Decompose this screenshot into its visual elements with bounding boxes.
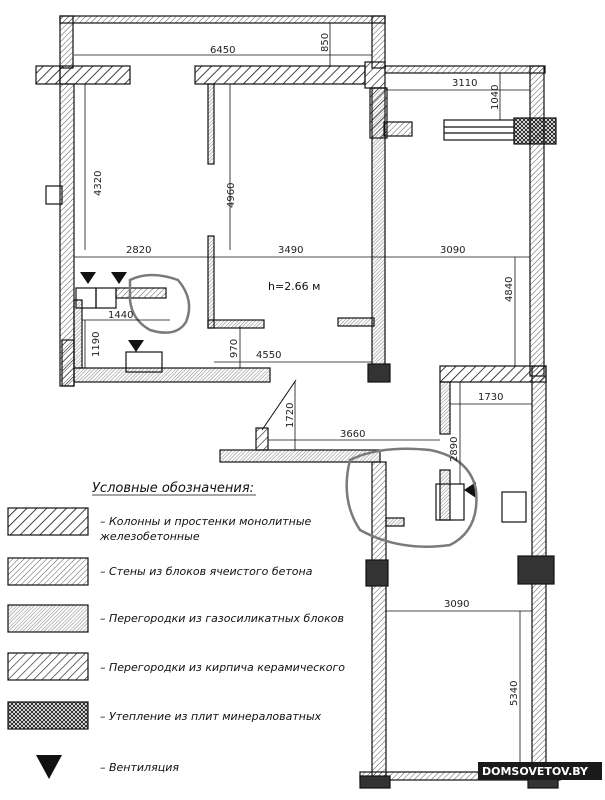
legend-text-monolithic-1: – Колонны и простенки монолитные (100, 515, 312, 528)
dim-3660: 3660 (340, 429, 365, 440)
watermark[interactable]: DOMSOVETOV.BY (478, 762, 602, 780)
swatch-insulation (7, 701, 89, 730)
dimension-labels: 6450 850 3110 1040 4320 4960 2820 3490 3… (91, 33, 520, 706)
legend-text-monolithic-2: железобетонные (99, 530, 200, 543)
walls (35, 15, 561, 789)
swatch-brick (7, 652, 89, 681)
swatch-monolithic (7, 507, 89, 536)
dim-1190: 1190 (91, 332, 102, 357)
legend-item-silicate: – Перегородки из газосиликатных блоков (7, 604, 344, 633)
legend-text-aerated: – Стены из блоков ячеистого бетона (100, 565, 313, 578)
dim-6450: 6450 (210, 45, 235, 56)
dim-1720: 1720 (285, 403, 296, 428)
legend-item-monolithic: – Колонны и простенки монолитные железоб… (7, 507, 312, 543)
legend-title: Условные обозначения: (92, 481, 254, 496)
dim-1040: 1040 (490, 85, 501, 110)
swatch-aerated (7, 557, 89, 586)
dim-4550: 4550 (256, 350, 281, 361)
dim-2820: 2820 (126, 245, 151, 256)
dim-970: 970 (229, 339, 240, 358)
dim-5340: 5340 (509, 681, 520, 706)
dim-1730: 1730 (478, 392, 503, 403)
legend-text-vent: – Вентиляция (100, 761, 179, 774)
vent-triangle-icon (36, 755, 62, 779)
dim-4840: 4840 (504, 277, 515, 302)
dim-4320: 4320 (93, 171, 104, 196)
legend-text-insulation: – Утепление из плит минераловатных (100, 710, 322, 723)
vent-markers (80, 272, 476, 498)
legend-item-aerated: – Стены из блоков ячеистого бетона (7, 557, 313, 586)
ceiling-height-label: h=2.66 м (268, 280, 320, 293)
dim-1440: 1440 (108, 310, 133, 321)
dim-3110: 3110 (452, 78, 477, 89)
dim-3090-lower: 3090 (444, 599, 469, 610)
dim-3490: 3490 (278, 245, 303, 256)
legend-text-silicate: – Перегородки из газосиликатных блоков (100, 612, 344, 625)
dim-4960: 4960 (226, 183, 237, 208)
legend-text-brick: – Перегородки из кирпича керамического (100, 661, 345, 674)
dimension-lines (74, 23, 532, 772)
swatch-silicate (7, 604, 89, 633)
dim-2890: 2890 (449, 437, 460, 462)
dim-3090-upper: 3090 (440, 245, 465, 256)
dim-850: 850 (320, 33, 331, 52)
highlight-outlines (128, 273, 478, 548)
legend-item-insulation: – Утепление из плит минераловатных (7, 701, 322, 730)
legend-item-vent: – Вентиляция (36, 755, 179, 779)
watermark-text[interactable]: DOMSOVETOV.BY (482, 765, 589, 778)
legend: Условные обозначения: – Колонны и просте… (7, 481, 345, 779)
legend-item-brick: – Перегородки из кирпича керамического (7, 652, 345, 681)
